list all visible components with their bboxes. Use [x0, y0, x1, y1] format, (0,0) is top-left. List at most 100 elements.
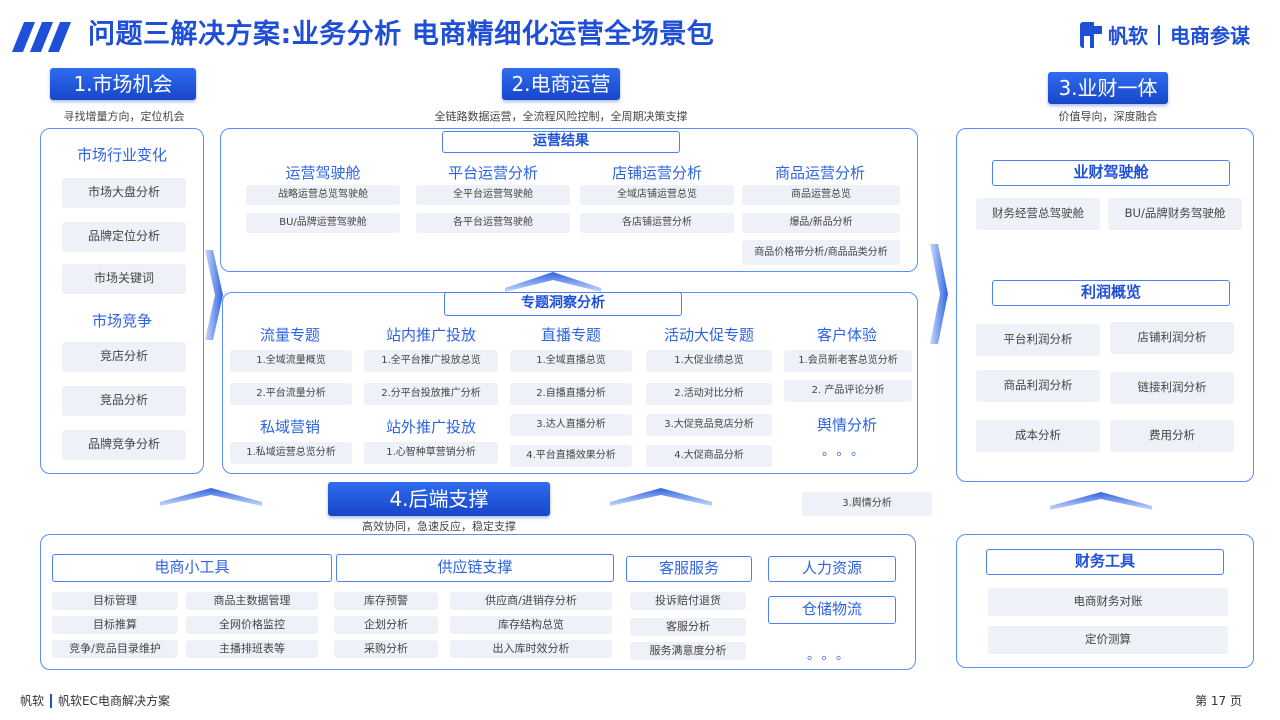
- insight-extra-chip: 3.舆情分析: [802, 492, 932, 516]
- chevron-right-icon: [205, 250, 223, 340]
- results-head: 平台运营分析: [447, 164, 538, 182]
- section-finance-title: 3.业财一体: [1048, 72, 1168, 104]
- chevron-up-icon: [160, 488, 262, 506]
- insight-chip: 1.私域运营总览分析: [230, 442, 352, 464]
- results-head: 运营驾驶舱: [285, 164, 361, 182]
- backend-chip: 库存预警: [334, 592, 438, 610]
- market-chip: 市场大盘分析: [62, 178, 186, 208]
- results-chip: 商品运营总览: [742, 185, 900, 205]
- insight-head: 活动大促专题: [663, 326, 754, 344]
- section-market-subtitle: 寻找增量方向，定位机会: [63, 110, 185, 123]
- ops-results-title: 运营结果: [442, 131, 680, 153]
- results-head: 商品运营分析: [774, 164, 865, 182]
- insight-head: 站内推广投放: [385, 326, 476, 344]
- finance-chip: 平台利润分析: [976, 324, 1100, 356]
- results-chip: 爆品/新品分析: [742, 213, 900, 233]
- results-chip: 全平台运营驾驶舱: [416, 185, 570, 205]
- backend-chip: 主播排班表等: [186, 640, 318, 658]
- insight-chip: 4.大促商品分析: [646, 445, 772, 467]
- finance-chip: BU/品牌财务驾驶舱: [1108, 198, 1242, 230]
- brand-name: 帆软: [1108, 24, 1148, 48]
- finance-chip: 成本分析: [976, 420, 1100, 452]
- backend-chip: 采购分析: [334, 640, 438, 658]
- finance-tools-title: 财务工具: [986, 549, 1224, 575]
- section-market-title: 1.市场机会: [50, 68, 196, 100]
- market-head-industry: 市场行业变化: [76, 146, 167, 164]
- brand-logo: 帆软 电商参谋: [1080, 20, 1250, 49]
- backend-chip: 目标推算: [52, 616, 178, 634]
- more-dots: 。。。: [806, 648, 857, 663]
- market-chip: 竞品分析: [62, 386, 186, 416]
- results-chip: 战略运营总览驾驶舱: [246, 185, 400, 205]
- insight-chip: 1.全域直播总览: [510, 350, 632, 372]
- finance-chip: 财务经营总驾驶舱: [976, 198, 1100, 230]
- insight-chip: 1.大促业绩总览: [646, 350, 772, 372]
- backend-warehouse-title: 仓储物流: [768, 596, 896, 624]
- backend-chip: 目标管理: [52, 592, 178, 610]
- insight-head: 流量专题: [259, 326, 320, 344]
- results-head: 店铺运营分析: [611, 164, 702, 182]
- insight-chip: 2.分平台投放推广分析: [364, 383, 498, 405]
- insight-head: 直播专题: [540, 326, 601, 344]
- finance-chip: 店铺利润分析: [1110, 322, 1234, 354]
- backend-chip: 库存结构总览: [450, 616, 612, 634]
- more-dots: 。。。: [821, 444, 872, 459]
- insight-chip: 1.心智种草营销分析: [364, 442, 498, 464]
- finance-profit-title: 利润概览: [992, 280, 1230, 306]
- insight-chip: 2.自播直播分析: [510, 383, 632, 405]
- backend-chip: 全网价格监控: [186, 616, 318, 634]
- backend-tools-title: 电商小工具: [52, 554, 332, 582]
- footer-solution: 帆软EC电商解决方案: [58, 694, 170, 708]
- results-chip: BU/品牌运营驾驶舱: [246, 213, 400, 233]
- insight-head: 私域营销: [259, 418, 320, 436]
- finance-chip: 链接利润分析: [1110, 372, 1234, 404]
- backend-chip: 供应商/进销存分析: [450, 592, 612, 610]
- market-chip: 市场关键词: [62, 264, 186, 294]
- insight-chip: 4.平台直播效果分析: [510, 445, 632, 467]
- brand-sub: 电商参谋: [1170, 24, 1250, 48]
- insight-chip: 2.活动对比分析: [646, 383, 772, 405]
- section-ops-title: 2.电商运营: [502, 68, 620, 100]
- insight-chip: 1.全域流量概览: [230, 350, 352, 372]
- insight-head: 站外推广投放: [385, 418, 476, 436]
- footer-brand-name: 帆软: [20, 694, 45, 708]
- fanruan-logo-icon: [1080, 21, 1102, 48]
- chevron-right-icon: [930, 244, 948, 344]
- finance-chip: 商品利润分析: [976, 370, 1100, 402]
- backend-chip: 商品主数据管理: [186, 592, 318, 610]
- backend-chip: 客服分析: [630, 618, 746, 636]
- results-chip: 商品价格带分析/商品品类分析: [742, 240, 900, 265]
- footer-brand: 帆软 帆软EC电商解决方案: [20, 692, 170, 709]
- insight-chip: 1.全平台推广投放总览: [364, 350, 498, 372]
- market-head-competition: 市场竞争: [91, 312, 152, 330]
- backend-service-title: 客服服务: [626, 556, 752, 582]
- section-backend-subtitle: 高效协同，急速反应，稳定支撑: [362, 520, 516, 533]
- finance-cockpit-title: 业财驾驶舱: [992, 160, 1230, 186]
- insight-chip: 3.达人直播分析: [510, 414, 632, 436]
- chevron-up-icon: [610, 488, 712, 506]
- page-title: 问题三解决方案:业务分析 电商精细化运营全场景包: [88, 19, 715, 50]
- backend-chip: 竞争/竞品目录维护: [52, 640, 178, 658]
- section-backend-title: 4.后端支撑: [328, 482, 550, 516]
- insight-head: 客户体验: [816, 326, 877, 344]
- market-chip: 品牌竞争分析: [62, 430, 186, 460]
- backend-supply-title: 供应链支撑: [336, 554, 614, 582]
- section-ops-subtitle: 全链路数据运营，全流程风险控制，全周期决策支撑: [434, 110, 688, 123]
- ops-insight-title: 专题洞察分析: [444, 292, 682, 316]
- backend-chip: 投诉赔付退货: [630, 592, 746, 610]
- insight-chip: 1.会员新老客总览分析: [784, 350, 912, 372]
- insight-head: 舆情分析: [816, 416, 877, 434]
- insight-chip: 2.平台流量分析: [230, 383, 352, 405]
- results-chip: 全域店铺运营总览: [580, 185, 734, 205]
- results-chip: 各平台运营驾驶舱: [416, 213, 570, 233]
- insight-chip: 3.大促竞品竞店分析: [646, 414, 772, 436]
- backend-hr-title: 人力资源: [768, 556, 896, 582]
- page-number: 第 17 页: [1195, 694, 1242, 708]
- section-finance-subtitle: 价值导向，深度融合: [1058, 110, 1158, 123]
- backend-chip: 出入库时效分析: [450, 640, 612, 658]
- finance-tools-chip: 定价测算: [988, 626, 1228, 654]
- chevron-up-icon: [505, 272, 601, 292]
- backend-chip: 服务满意度分析: [630, 642, 746, 660]
- insight-chip: 2. 产品评论分析: [784, 380, 912, 402]
- results-chip: 各店铺运营分析: [580, 213, 734, 233]
